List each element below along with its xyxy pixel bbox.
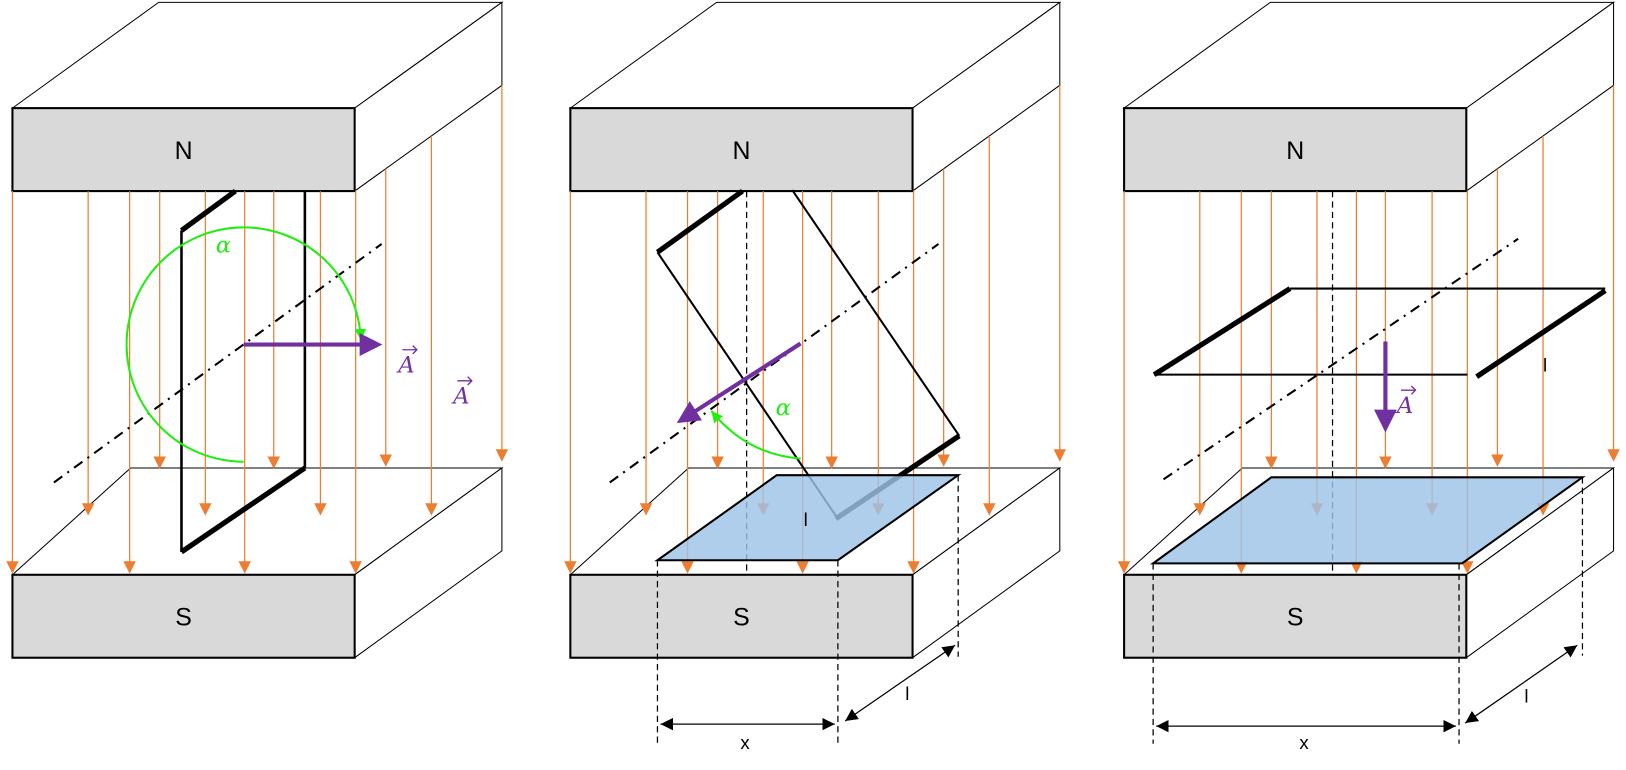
- rotation-axis: [609, 243, 940, 484]
- rotation-axis: [53, 243, 383, 484]
- field-line-arrowhead: [1461, 561, 1474, 574]
- area-vector-label: A: [396, 345, 418, 379]
- field-line-arrowhead: [564, 561, 577, 574]
- field-line-arrowhead: [349, 561, 362, 574]
- field-line-arrowhead: [639, 503, 653, 516]
- field-line-arrowhead: [1607, 449, 1620, 462]
- field-line-arrowhead: [711, 456, 724, 469]
- dimension-l-label: l: [1524, 685, 1528, 706]
- field-line-arrowhead: [153, 456, 166, 469]
- field-line-arrowhead: [983, 503, 996, 516]
- side-label: l: [1543, 355, 1547, 376]
- area-vector-label: A: [1395, 385, 1417, 419]
- north-magnet: N: [1122, 1, 1616, 193]
- field-line-arrowhead: [937, 454, 950, 467]
- south-pole-label: S: [1287, 604, 1304, 632]
- angle-label: α: [776, 395, 791, 421]
- field-line-arrowhead: [1491, 454, 1504, 467]
- magnet-pair-1: SN: [10, 1, 504, 659]
- field-line-arrowhead: [796, 561, 809, 574]
- field-line-arrowhead: [1117, 561, 1131, 574]
- south-magnet: S: [11, 466, 504, 659]
- field-line-arrowhead: [314, 503, 327, 516]
- panel-2: α A l x l: [451, 188, 962, 753]
- field-line-arrowhead: [379, 454, 392, 467]
- svg-text:A: A: [1395, 393, 1413, 419]
- field-line-arrowhead: [907, 561, 920, 574]
- field-line-arrowhead: [425, 503, 438, 516]
- north-pole-label: N: [1286, 137, 1304, 165]
- field-line-arrowhead: [267, 456, 280, 469]
- dimension-lines: [656, 475, 959, 743]
- field-line-arrowhead: [681, 561, 694, 574]
- area-vector-label: A: [451, 376, 473, 410]
- svg-text:A: A: [396, 353, 414, 379]
- dimension-x-label: x: [1299, 732, 1309, 753]
- field-line-arrowhead: [199, 503, 212, 516]
- coil: [179, 188, 307, 555]
- area-vector-arrow: [676, 341, 802, 424]
- north-pole-label: N: [175, 137, 193, 165]
- field-line-arrowhead: [1265, 456, 1278, 469]
- panel-1: α A: [53, 188, 418, 555]
- panel-3: l A x l: [1149, 191, 1607, 753]
- south-pole-label: S: [733, 604, 750, 632]
- angle-arc: [710, 410, 801, 460]
- svg-text:A: A: [451, 384, 469, 410]
- side-label: l: [804, 509, 808, 530]
- south-pole-label: S: [175, 604, 192, 632]
- field-lines-1: [6, 85, 509, 574]
- angle-arc: [125, 226, 367, 463]
- field-line-arrowhead: [6, 561, 19, 574]
- dimension-x-label: x: [740, 732, 750, 753]
- field-line-arrowhead: [1379, 456, 1392, 469]
- angle-label: α: [216, 232, 231, 258]
- coil: [1152, 286, 1607, 379]
- field-line-arrowhead: [1053, 449, 1067, 462]
- north-magnet: N: [568, 1, 1062, 193]
- rotation-axis: [1162, 237, 1519, 481]
- field-line-arrowhead: [495, 449, 509, 462]
- field-line-arrowhead: [238, 561, 251, 574]
- dimension-l-label: l: [905, 683, 909, 704]
- field-line-arrowhead: [123, 561, 136, 574]
- north-pole-label: N: [732, 137, 750, 165]
- dimension-lines: [1152, 477, 1584, 744]
- north-magnet: N: [10, 1, 504, 193]
- field-line-arrowhead: [825, 456, 838, 469]
- field-line-arrowhead: [1193, 503, 1207, 516]
- field-line-arrowhead: [81, 503, 95, 516]
